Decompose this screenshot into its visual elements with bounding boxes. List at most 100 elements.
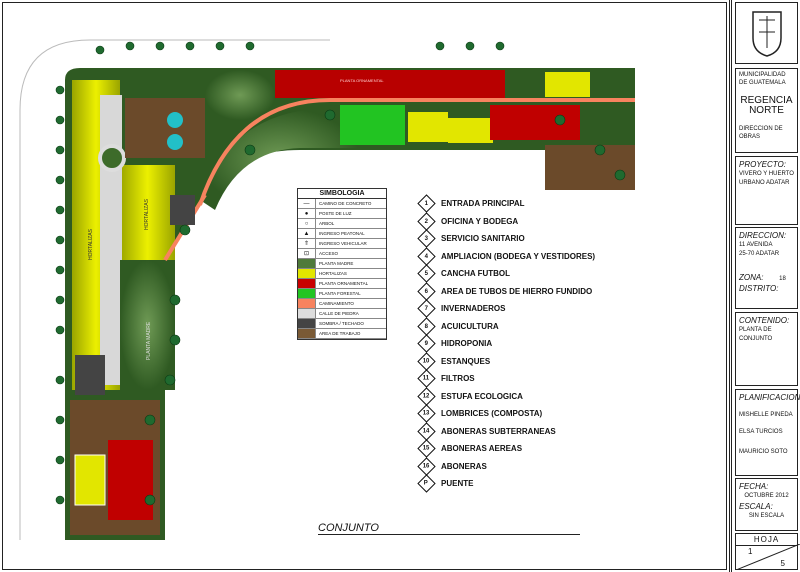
hortalizas-label: HORTALIZAS [144, 198, 150, 230]
key-number: 4 [424, 253, 429, 260]
legend-title: SIMBOLOGIA [298, 189, 386, 199]
key-label: LOMBRICES (COMPOSTA) [441, 409, 543, 419]
key-label: ABONERAS SUBTERRANEAS [441, 426, 556, 436]
legend-row: ○ARBOL [298, 219, 386, 229]
legend-swatch [298, 319, 316, 328]
contenido-label: CONTENIDO: [739, 316, 790, 325]
planta-madre-area [120, 260, 175, 390]
project-box: PROYECTO: VIVERO Y HUERTO URBANO ADATAR [735, 156, 798, 225]
legend-row: PLANTA MADRE [298, 259, 386, 269]
key-item: 3 SERVICIO SANITARIO [417, 229, 595, 248]
stone-road [100, 95, 122, 385]
ornamental-area-2 [490, 105, 580, 140]
legend-swatch [298, 329, 316, 338]
numbered-key-list: 1 ENTRADA PRINCIPAL 2 OFICINA Y BODEGA 3 SERV… [417, 194, 595, 493]
key-number: 9 [424, 340, 429, 347]
legend-label: INGRESO PEATONAL [319, 231, 365, 236]
emblem-box [735, 2, 798, 64]
legend-label: CAMINAMIENTO [319, 301, 354, 306]
number-diamond-icon: 14 [417, 422, 436, 441]
legend-label: CALLE DE PIEDRA [319, 311, 359, 316]
sheet-total: 5 [780, 559, 785, 568]
zona-value: 18 [779, 275, 786, 282]
number-diamond-icon: 6 [417, 282, 436, 301]
legend-table: SIMBOLOGIA —CAMINO DE CONCRETO ●POSTE DE … [297, 188, 387, 340]
org-box: MUNICIPALIDAD DE GUATEMALA REGENCIA NORT… [735, 68, 798, 153]
regencia-label: REGENCIA NORTE [740, 94, 793, 117]
number-diamond-icon: 9 [417, 334, 436, 353]
number-diamond-icon: 11 [417, 369, 436, 388]
number-diamond-icon: 7 [417, 299, 436, 318]
legend-swatch [298, 279, 316, 288]
legend-swatch: ○ [298, 219, 316, 228]
legend-row: ▲INGRESO PEATONAL [298, 229, 386, 239]
key-number: 11 [423, 375, 430, 382]
key-number: 14 [423, 428, 430, 435]
legend-swatch: — [298, 199, 316, 208]
key-number: 6 [424, 288, 429, 295]
legend-swatch: ⊡ [298, 249, 316, 258]
legend-swatch [298, 259, 316, 268]
drawing-title-text: CONJUNTO [318, 522, 379, 534]
direccion-label: DIRECCION: [739, 231, 787, 240]
ornamental-label: PLANTA ORNAMENTAL [340, 78, 384, 83]
key-number: 1 [424, 200, 429, 207]
key-item: 14 ABONERAS SUBTERRANEAS [417, 422, 595, 441]
legend-row: AREA DE TRABAJO [298, 329, 386, 339]
street-outline [19, 39, 330, 540]
key-label: ESTANQUES [441, 356, 491, 366]
zona-label: ZONA: [739, 272, 764, 282]
pond-icon [167, 112, 183, 128]
planner-name: MISHELLE PINEDA [739, 412, 793, 419]
date-box: FECHA: OCTUBRE 2012 ESCALA: SIN ESCALA [735, 478, 798, 531]
legend-row: CALLE DE PIEDRA [298, 309, 386, 319]
key-item: P PUENTE [417, 474, 595, 493]
ornamental-area-3 [108, 440, 153, 520]
key-label: ENTRADA PRINCIPAL [441, 199, 525, 209]
legend-row: PLANTA ORNAMENTAL [298, 279, 386, 289]
legend-label: CAMINO DE CONCRETO [319, 201, 372, 206]
key-number: P [424, 480, 429, 487]
legend-row: ⇑INGRESO VEHICULAR [298, 239, 386, 249]
legend-swatch: ▲ [298, 229, 316, 238]
key-label: OFICINA Y BODEGA [441, 216, 519, 226]
legend-swatch [298, 299, 316, 308]
shade-structure [170, 195, 195, 225]
legend-row: ●POSTE DE LUZ [298, 209, 386, 219]
number-diamond-icon: P [417, 474, 436, 493]
pond-icon [167, 134, 183, 150]
number-diamond-icon: 10 [417, 352, 436, 371]
number-diamond-icon: 15 [417, 439, 436, 458]
key-number: 12 [423, 393, 430, 400]
hortalizas-label: HORTALIZAS [88, 228, 94, 260]
number-diamond-icon: 2 [417, 212, 436, 231]
fecha-label: FECHA: [739, 482, 769, 491]
legend-label: SOMBRA / TECHADO [319, 321, 364, 326]
key-number: 3 [424, 235, 429, 242]
legend-row: ⊡ACCESO [298, 249, 386, 259]
hoja-label: HOJA [736, 534, 797, 547]
work-area-2 [545, 145, 635, 190]
direccion-obras: DIRECCION DE OBRAS [739, 125, 783, 141]
key-number: 8 [424, 323, 429, 330]
ornamental-area [275, 70, 505, 98]
key-number: 7 [424, 305, 429, 312]
number-diamond-icon: 16 [417, 457, 436, 476]
roundabout [98, 144, 126, 172]
contenido-value: CONJUNTO [739, 335, 773, 342]
planner-name: MAURICIO SOTO [739, 448, 788, 455]
legend-label: ARBOL [319, 221, 335, 226]
soccer-field [74, 454, 106, 506]
hortalizas-area-4 [448, 118, 493, 143]
number-diamond-icon: 5 [417, 264, 436, 283]
key-label: SERVICIO SANITARIO [441, 234, 525, 244]
key-label: PUENTE [441, 479, 474, 489]
number-diamond-icon: 8 [417, 317, 436, 336]
